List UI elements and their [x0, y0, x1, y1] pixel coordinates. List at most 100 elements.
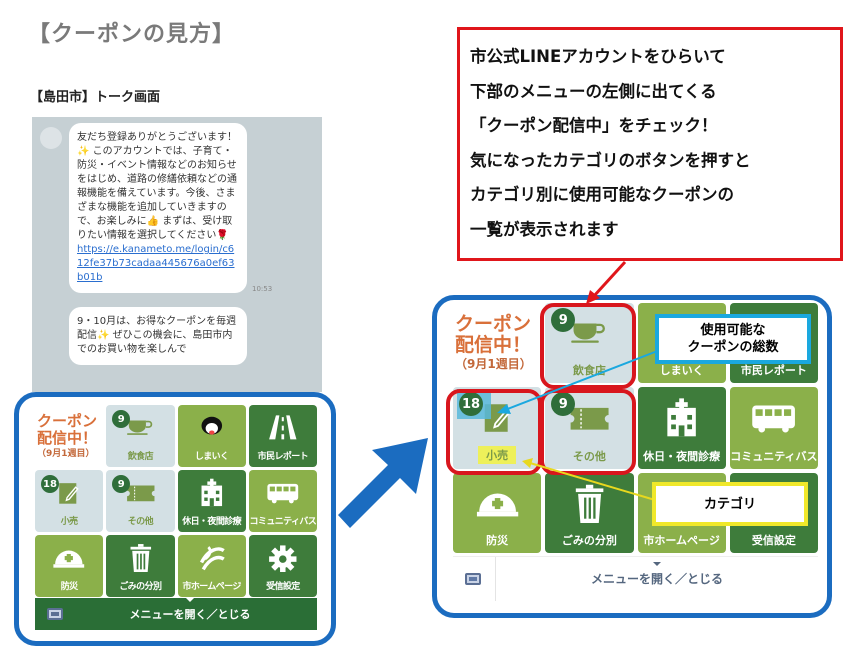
red-pointer-arrow	[592, 260, 627, 298]
menu-button-9[interactable]: ごみの分別	[545, 473, 634, 553]
menu-toggle-bar[interactable]: メニューを開く／とじる	[35, 598, 317, 630]
coupon-week-label: （9月1週目）	[37, 449, 95, 459]
message-text: 9・10月は、お得なクーポンを毎週配信✨ ぜひこの機会に、島田市内でのお買い物を…	[77, 316, 237, 355]
login-link[interactable]: https://e.kanameto.me/login/c612fe37b73c…	[77, 244, 235, 283]
menu-button-label: 受信設定	[266, 582, 300, 592]
trash-icon	[106, 535, 174, 579]
menu-button-label: 市ホームページ	[182, 582, 241, 592]
menu-button-6[interactable]: 休日・夜間診療	[637, 387, 726, 469]
instruction-line: 一覧が表示されます	[470, 219, 619, 239]
coupon-count-badge: 9	[112, 475, 131, 493]
menu-button-label: 防災	[60, 582, 78, 592]
hospital-icon	[178, 470, 246, 514]
menu-button-11[interactable]: 受信設定	[248, 535, 317, 597]
menu-button-label: 受信設定	[751, 534, 796, 547]
menu-button-label: しまいく	[659, 364, 704, 377]
menu-button-1[interactable]: 9 飲食店	[106, 405, 175, 467]
coupon-campaign-header[interactable]: クーポン配信中！ （9月1週目）	[35, 405, 104, 467]
bus-icon	[730, 387, 818, 448]
menu-button-7[interactable]: コミュニティバス	[248, 470, 317, 532]
bus-icon	[249, 470, 317, 514]
page-title: 【クーポンの見方】	[28, 22, 236, 47]
instruction-line: 下部のメニューの左側に出てくる	[470, 81, 717, 101]
trash-icon	[545, 473, 633, 532]
menu-button-label: その他	[127, 517, 154, 527]
menu-button-label: 休日・夜間診療	[182, 517, 242, 527]
hospital-icon	[638, 387, 726, 448]
coupon-count-callout: 使用可能なクーポンの総数	[655, 314, 811, 364]
menu-button-8[interactable]: 防災	[35, 535, 104, 597]
divider	[495, 556, 496, 601]
instruction-line: 市公式LINEアカウントをひらいて	[470, 47, 726, 66]
instruction-line: 気になったカテゴリのボタンを押すと	[470, 150, 751, 170]
category-callout: カテゴリ	[652, 482, 808, 526]
instruction-line: 「クーポン配信中」をチェック！	[470, 116, 718, 135]
message-time: 10:53	[252, 285, 273, 293]
coupon-count-badge: 18	[459, 392, 483, 416]
menu-button-label: しまいく	[194, 452, 229, 462]
message-bubble: 友だち登録ありがとうございます！✨ このアカウントでは、子育て・防災・イベント情…	[69, 123, 247, 293]
menu-button-label: ごみの分別	[561, 534, 617, 547]
rich-menu-small: クーポン配信中！ （9月1週目） 9 飲食店 しまいく 市民レポート 18 小売 9 その他 休日・…	[35, 405, 317, 597]
talk-screen-caption: 【島田市】トーク画面	[30, 90, 161, 105]
coupon-header-text: 配信中！	[37, 428, 98, 447]
callout-line: クーポンの総数	[687, 340, 779, 355]
instruction-line: カテゴリ別に使用可能なクーポンの	[470, 185, 734, 204]
highlight-ring-restaurant	[540, 303, 636, 389]
keyboard-icon[interactable]	[465, 572, 481, 585]
coupon-campaign-header[interactable]: クーポン配信中！（9月1週目）	[453, 303, 542, 383]
menu-button-8[interactable]: 防災	[453, 473, 542, 553]
menu-button-label: 小売	[60, 517, 78, 527]
cup-icon	[106, 405, 174, 449]
menu-button-label: 防災	[486, 534, 509, 547]
highlight-ring-retail	[446, 389, 542, 475]
menu-button-10[interactable]: 市ホームページ	[177, 535, 246, 597]
message-bubble: 9・10月は、お得なクーポンを毎週配信✨ ぜひこの機会に、島田市内でのお買い物を…	[69, 307, 247, 365]
coupon-count-badge: 18	[41, 475, 59, 493]
coupon-count-badge: 9	[551, 308, 576, 332]
chat-screenshot: 友だち登録ありがとうございます！✨ このアカウントでは、子育て・防災・イベント情…	[32, 117, 322, 392]
coupon-week-label: （9月1週目）	[455, 357, 532, 372]
menu-button-label: その他	[572, 450, 606, 463]
coupon-count-badge: 9	[112, 410, 131, 428]
ticket-icon	[106, 470, 174, 514]
menu-button-4[interactable]: 18 小売	[35, 470, 104, 532]
menu-button-label: 市民レポート	[257, 452, 309, 462]
menu-button-label: 飲食店	[127, 452, 154, 462]
coupon-header-text: クーポン	[37, 412, 98, 430]
helmet-icon	[453, 473, 541, 532]
menu-button-label: 市民レポート	[740, 364, 807, 377]
instruction-box: 市公式LINEアカウントをひらいて 下部のメニューの左側に出てくる 「クーポン配…	[457, 27, 843, 261]
menu-button-5[interactable]: 9 その他	[106, 470, 175, 532]
menu-button-label: ごみの分別	[119, 582, 162, 592]
menu-button-label: 休日・夜間診療	[643, 450, 721, 463]
avatar	[40, 127, 62, 149]
gear-icon	[249, 535, 317, 579]
menu-toggle-label: メニューを開く／とじる	[496, 562, 818, 587]
mascot-dog-icon	[178, 405, 246, 449]
city-logo-icon	[178, 535, 246, 579]
ticket-icon	[545, 387, 633, 448]
big-blue-arrow-icon	[338, 438, 428, 528]
coupon-header-text: クーポン	[455, 312, 532, 335]
cup-icon	[545, 303, 633, 362]
menu-button-label: 市ホームページ	[643, 534, 720, 547]
menu-toggle-label: メニューを開く／とじる	[63, 598, 317, 622]
message-text: 友だち登録ありがとうございます！✨ このアカウントでは、子育て・防災・イベント情…	[77, 132, 237, 241]
road-icon	[249, 405, 317, 449]
callout-line: 使用可能な	[700, 323, 766, 338]
keyboard-icon[interactable]	[47, 608, 63, 620]
highlight-ring-other	[540, 389, 636, 475]
notepad-pencil-icon	[35, 470, 103, 514]
helmet-icon	[35, 535, 103, 579]
menu-button-7[interactable]: コミュニティバス	[729, 387, 818, 469]
menu-button-3[interactable]: 市民レポート	[248, 405, 317, 467]
menu-button-label: コミュニティバス	[730, 450, 818, 463]
menu-button-label: コミュニティバス	[249, 517, 317, 527]
menu-toggle-bar-zoomed[interactable]: メニューを開く／とじる	[453, 556, 818, 601]
menu-button-6[interactable]: 休日・夜間診療	[177, 470, 246, 532]
menu-button-label: 小売	[478, 446, 517, 464]
menu-button-9[interactable]: ごみの分別	[106, 535, 175, 597]
coupon-header-text: 配信中！	[455, 333, 532, 356]
menu-button-2[interactable]: しまいく	[177, 405, 246, 467]
